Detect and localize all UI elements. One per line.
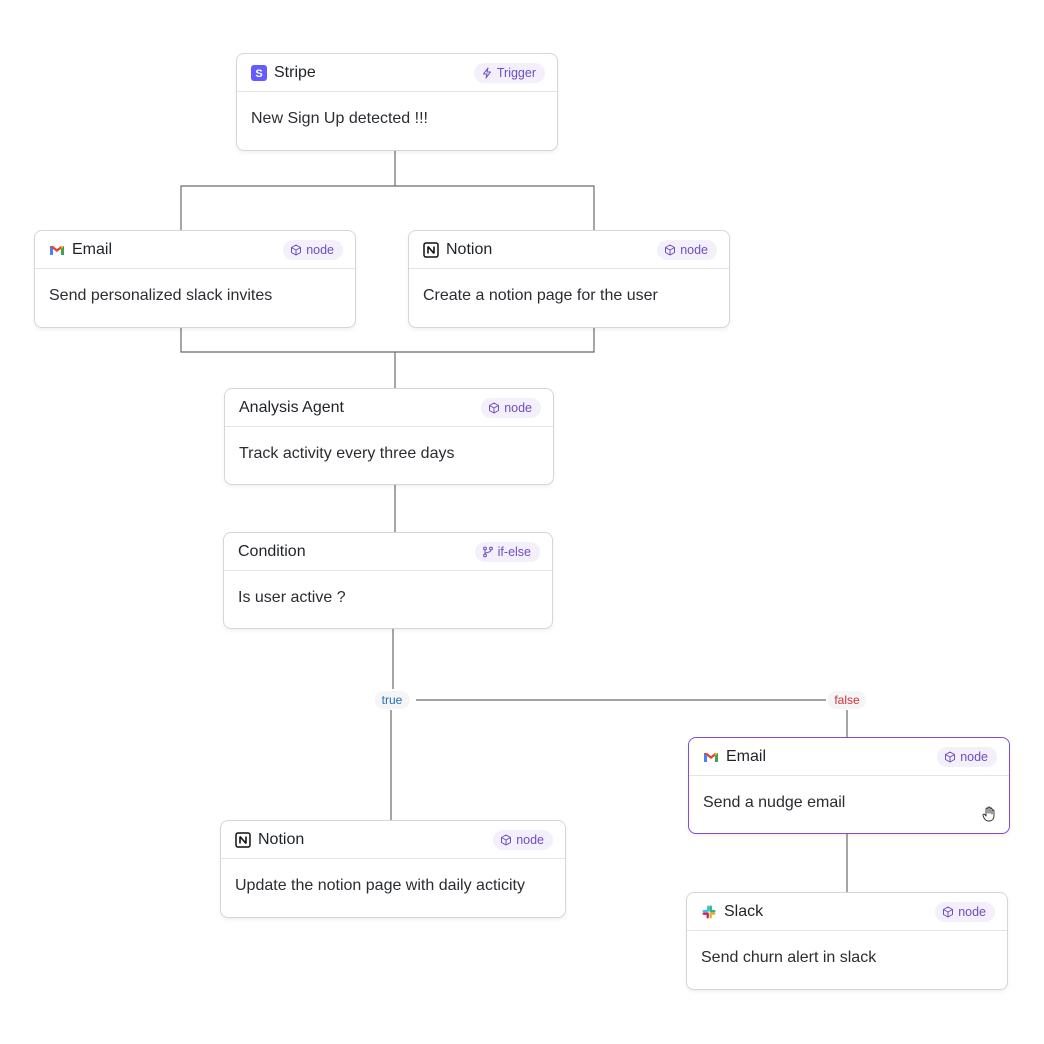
node-email-invites[interactable]: Email node Send personalized slack invit… <box>34 230 356 328</box>
node-badge: node <box>657 239 717 260</box>
node-title: Email <box>726 747 767 765</box>
slack-icon <box>701 904 717 920</box>
lightning-icon <box>482 67 491 78</box>
stripe-icon: S <box>251 64 267 81</box>
badge-label: node <box>306 242 334 257</box>
badge-label: node <box>960 749 988 764</box>
node-description: Send churn alert in slack <box>701 949 877 966</box>
edge-label-false: false <box>827 691 867 709</box>
badge-label: node <box>958 904 986 919</box>
node-stripe[interactable]: S Stripe Trigger New Sign Up detected !!… <box>236 53 558 151</box>
badge-label: node <box>516 832 544 847</box>
if-else-badge: if-else <box>474 541 540 562</box>
node-description: Send personalized slack invites <box>49 287 273 304</box>
node-header: Notion node <box>409 231 729 269</box>
cube-icon <box>943 906 954 917</box>
node-header: Condition if-else <box>224 533 552 571</box>
node-slack[interactable]: Slack node Send churn alert in slack <box>686 892 1008 990</box>
badge-label: if-else <box>497 544 531 559</box>
node-badge: node <box>493 829 553 850</box>
node-badge: node <box>937 746 997 767</box>
node-header: Email node <box>35 231 355 269</box>
cube-icon <box>665 244 676 255</box>
node-badge: node <box>283 239 343 260</box>
cube-icon <box>945 751 956 762</box>
trigger-badge: Trigger <box>473 62 545 83</box>
node-title: Slack <box>724 902 764 920</box>
node-title: Analysis Agent <box>239 398 344 416</box>
node-badge: node <box>481 397 541 418</box>
node-analysis-agent[interactable]: Analysis Agent node Track activity every… <box>224 388 554 485</box>
cube-icon <box>489 402 500 413</box>
node-header: Notion node <box>221 821 565 859</box>
node-badge: node <box>935 901 995 922</box>
edge-merge-bottom <box>180 328 595 353</box>
node-description: Create a notion page for the user <box>423 287 658 304</box>
hand-cursor-icon <box>982 806 995 822</box>
svg-text:S: S <box>255 68 262 80</box>
gmail-icon <box>49 242 65 258</box>
gmail-icon <box>703 749 719 765</box>
node-description: Update the notion page with daily actici… <box>235 877 525 894</box>
node-header: Email node <box>689 738 1009 776</box>
node-notion-update[interactable]: Notion node Update the notion page with … <box>220 820 566 918</box>
edge-label-true: true <box>374 691 410 709</box>
node-title: Notion <box>258 830 305 848</box>
badge-label: node <box>504 400 532 415</box>
node-description: Track activity every three days <box>239 445 455 462</box>
node-email-nudge[interactable]: Email node Send a nudge email <box>688 737 1010 834</box>
notion-icon <box>235 831 251 848</box>
badge-label: node <box>680 242 708 257</box>
node-condition[interactable]: Condition if-else Is user active ? <box>223 532 553 629</box>
edge-split-top <box>180 185 595 230</box>
notion-icon <box>423 241 439 258</box>
node-title: Email <box>72 240 113 258</box>
node-title: Condition <box>238 542 306 560</box>
node-header: Analysis Agent node <box>225 389 553 427</box>
node-notion-create[interactable]: Notion node Create a notion page for the… <box>408 230 730 328</box>
cube-icon <box>291 244 302 255</box>
cube-icon <box>501 834 512 845</box>
node-description: New Sign Up detected !!! <box>251 110 428 127</box>
node-header: S Stripe Trigger <box>237 54 557 92</box>
badge-label: Trigger <box>496 65 536 80</box>
node-title: Stripe <box>274 63 316 81</box>
node-description: Send a nudge email <box>703 794 846 811</box>
node-title: Notion <box>446 240 493 258</box>
node-description: Is user active ? <box>238 589 346 606</box>
branch-icon <box>482 546 493 557</box>
node-header: Slack node <box>687 893 1007 931</box>
